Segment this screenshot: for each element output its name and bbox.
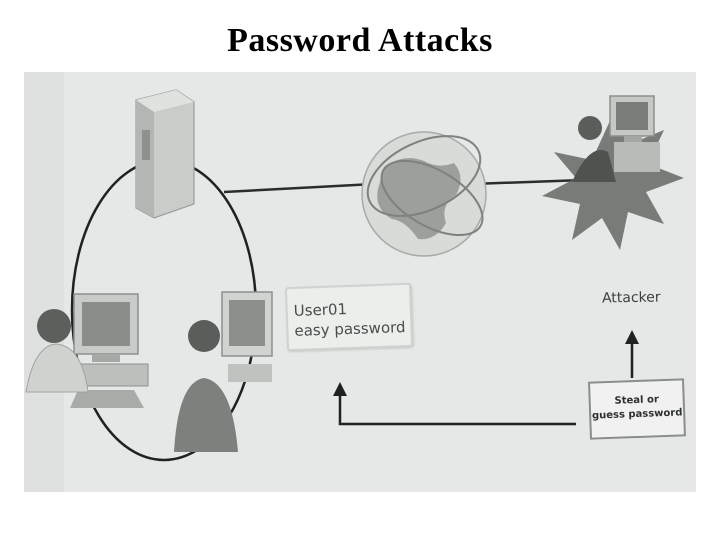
steal-guess-box: Steal or guess password (588, 378, 686, 440)
user-icon (25, 309, 89, 393)
attacker-label: Attacker (601, 289, 661, 307)
workstation-icon (67, 293, 149, 408)
credential-box: User01 easy password (284, 282, 414, 352)
diagram-photo: User01 easy password Attacker Steal or g… (24, 72, 696, 492)
user-icon (174, 320, 238, 452)
slide-title: Password Attacks (227, 22, 493, 59)
server-internet-link (223, 182, 375, 194)
steal-line-2: guess password (591, 407, 683, 422)
attack-arrow (333, 382, 576, 426)
server-icon (135, 89, 195, 219)
internet-attacker-link (471, 178, 585, 186)
password-note-text: easy password (294, 318, 406, 340)
attacker-arrow (625, 330, 639, 378)
attacker-icon (572, 95, 660, 182)
globe-icon (361, 131, 487, 257)
workstation-icon (221, 291, 273, 382)
network-diagram (24, 72, 696, 492)
